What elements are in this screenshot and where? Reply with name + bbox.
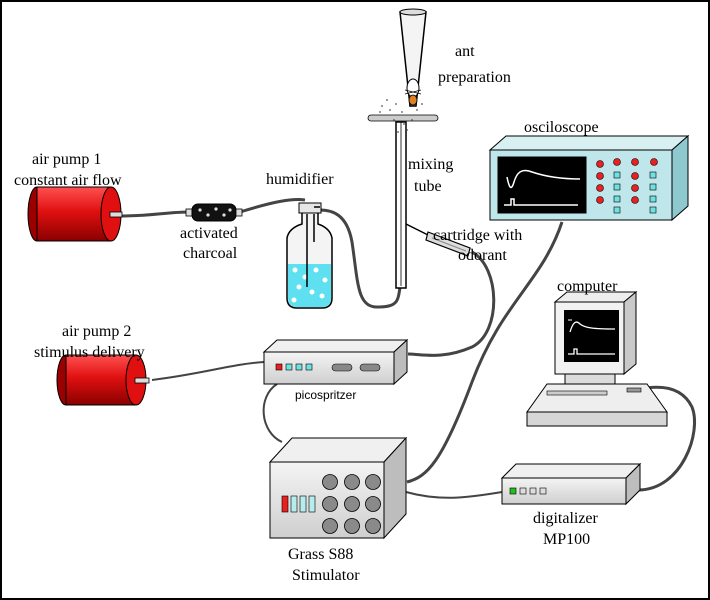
label-odorant: odorant [458, 247, 507, 264]
label-osciloscope: osciloscope [524, 119, 599, 136]
label-computer: computer [557, 278, 618, 295]
label-constant-air-flow: constant air flow [14, 172, 122, 189]
ant-preparation-pipette [399, 8, 427, 107]
label-activated: activated [180, 225, 238, 242]
digitalizer-device [500, 462, 642, 506]
label-grass-s88: Grass S88 [288, 546, 353, 563]
tube-pump2-picospritzer [151, 361, 265, 381]
label-air-pump-1: air pump 1 [32, 151, 101, 168]
charcoal-filter [185, 203, 243, 222]
labels: ant preparation osciloscope mixing tube … [14, 43, 618, 584]
mixing-tube [367, 99, 439, 289]
label-mixing: mixing [408, 156, 453, 173]
stimulator-knobs [322, 474, 381, 534]
label-charcoal: charcoal [183, 245, 238, 262]
humidifier-bottle [286, 202, 333, 309]
tube-humidifier-mixing [319, 208, 402, 309]
cable-digitalizer-computer [637, 385, 697, 492]
label-humidifier: humidifier [266, 171, 334, 188]
cable-scope-stimulator [406, 221, 564, 484]
computer-screen [564, 310, 619, 362]
odorant-cartridge [405, 223, 471, 257]
label-stimulus-delivery: stimulus delivery [34, 344, 145, 361]
cable-picospritzer-stimulator [262, 383, 283, 443]
label-air-pump-2: air pump 2 [62, 323, 131, 340]
scope-buttons [613, 171, 657, 214]
label-tube: tube [414, 178, 442, 195]
label-cartridge-with: cartridge with [433, 227, 522, 244]
label-stimulator: Stimulator [292, 567, 360, 584]
picospritzer-device [262, 338, 409, 386]
tube-cartridge-picospritzer [407, 250, 496, 357]
label-preparation: preparation [438, 69, 511, 86]
air-pump-2 [56, 354, 150, 406]
spray-particles [379, 99, 423, 133]
cable-stimulator-digitalizer [405, 491, 503, 499]
computer [526, 290, 668, 427]
grass-s88-stimulator [268, 436, 408, 540]
label-mp100: MP100 [543, 531, 590, 548]
scope-knobs [596, 158, 658, 204]
tube-pump1-charcoal [119, 210, 191, 218]
osciloscope-device [488, 134, 690, 222]
label-digitalizer: digitalizer [533, 510, 599, 527]
label-picospritzer: picospritzer [295, 388, 356, 402]
tube-charcoal-humidifier [239, 198, 306, 214]
air-pump-1 [27, 186, 123, 242]
label-ant: ant [455, 43, 475, 60]
tubing [119, 198, 697, 499]
